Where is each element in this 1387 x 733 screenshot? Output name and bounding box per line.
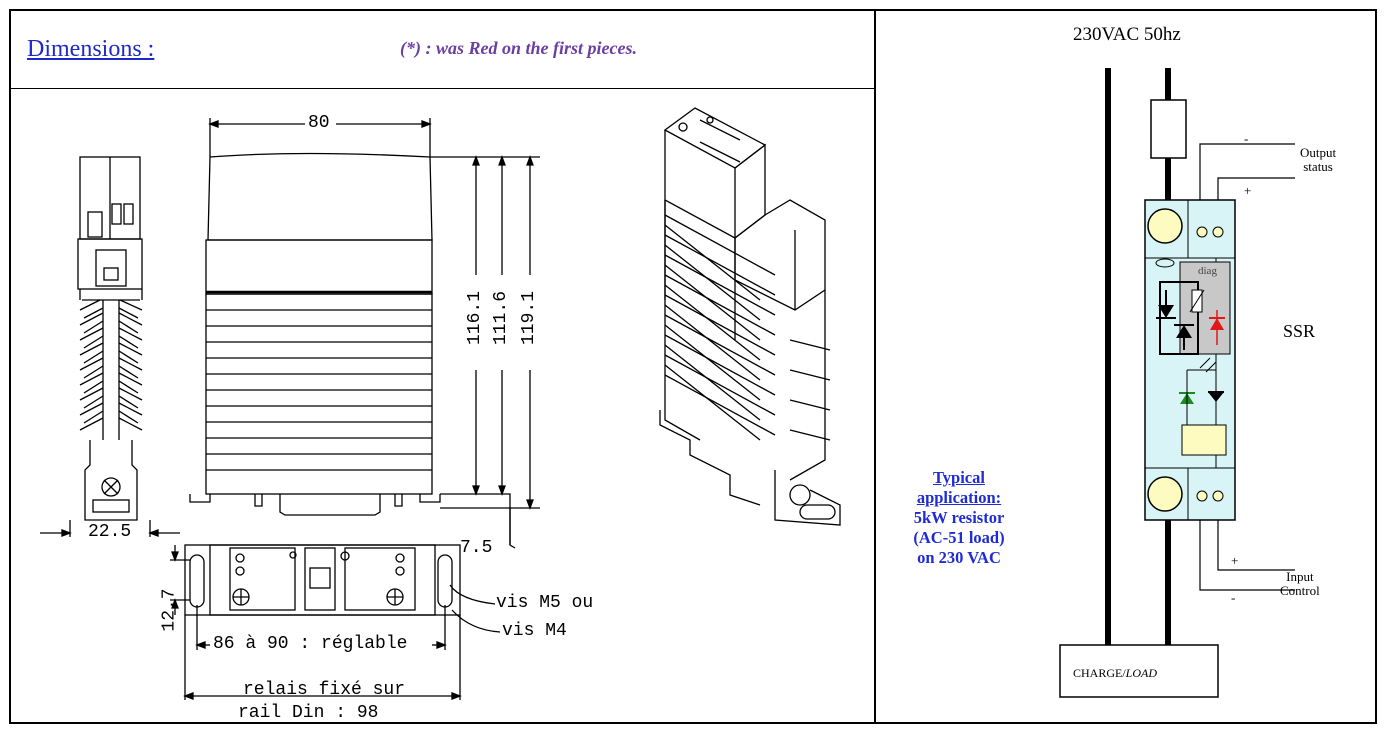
input-label-line1: Input xyxy=(1286,569,1314,584)
dim-h3: 119.1 xyxy=(519,290,540,346)
load-label-text: CHARGE/ xyxy=(1073,666,1126,680)
dim-hole: 12.7 xyxy=(159,588,180,632)
dimensions-title: Dimensions : xyxy=(27,36,155,62)
color-note: (*) : was Red on the first pieces. xyxy=(400,38,637,58)
diag-label: diag xyxy=(1198,265,1217,277)
input-plus: + xyxy=(1231,553,1239,568)
input-label-line2: Control xyxy=(1280,583,1320,598)
typical-line1: 5kW resistor xyxy=(913,508,1005,527)
dim-offset: 7.5 xyxy=(460,538,493,558)
panel-divider xyxy=(874,9,876,724)
output-label-line2: status xyxy=(1303,159,1333,174)
dim-adjust: 86 à 90 : réglable xyxy=(213,634,408,654)
output-plus: + xyxy=(1244,183,1252,198)
ssr-label: SSR xyxy=(1283,321,1316,341)
header-divider xyxy=(9,88,874,89)
output-minus: - xyxy=(1244,131,1249,146)
typical-heading2: application: xyxy=(916,488,1002,507)
dim-rail2: rail Din : 98 xyxy=(238,703,379,723)
load-label-italic: LOAD xyxy=(1125,666,1158,680)
typical-line3: on 230 VAC xyxy=(917,548,1001,567)
dim-h2: 111.6 xyxy=(491,290,512,346)
input-minus: - xyxy=(1231,590,1236,605)
typical-heading1: Typical xyxy=(933,468,985,487)
output-label: Output status xyxy=(1300,146,1336,174)
dim-width: 80 xyxy=(308,113,330,133)
input-label: Input Control xyxy=(1280,570,1320,598)
dim-h1: 116.1 xyxy=(465,290,486,346)
dim-rail1: relais fixé sur xyxy=(243,680,406,700)
typical-line2: (AC-51 load) xyxy=(913,528,1005,547)
drawing-frame xyxy=(9,9,1377,724)
output-label-line1: Output xyxy=(1300,145,1337,160)
dim-side-width: 22.5 xyxy=(88,522,132,542)
dim-screw1: vis M5 ou xyxy=(496,593,594,613)
typical-application: Typical application: 5kW resistor (AC-51… xyxy=(900,468,1018,568)
supply-label: 230VAC 50hz xyxy=(1073,24,1181,45)
load-label: CHARGE/LOAD xyxy=(1073,666,1157,681)
dim-screw2: vis M4 xyxy=(502,621,567,641)
